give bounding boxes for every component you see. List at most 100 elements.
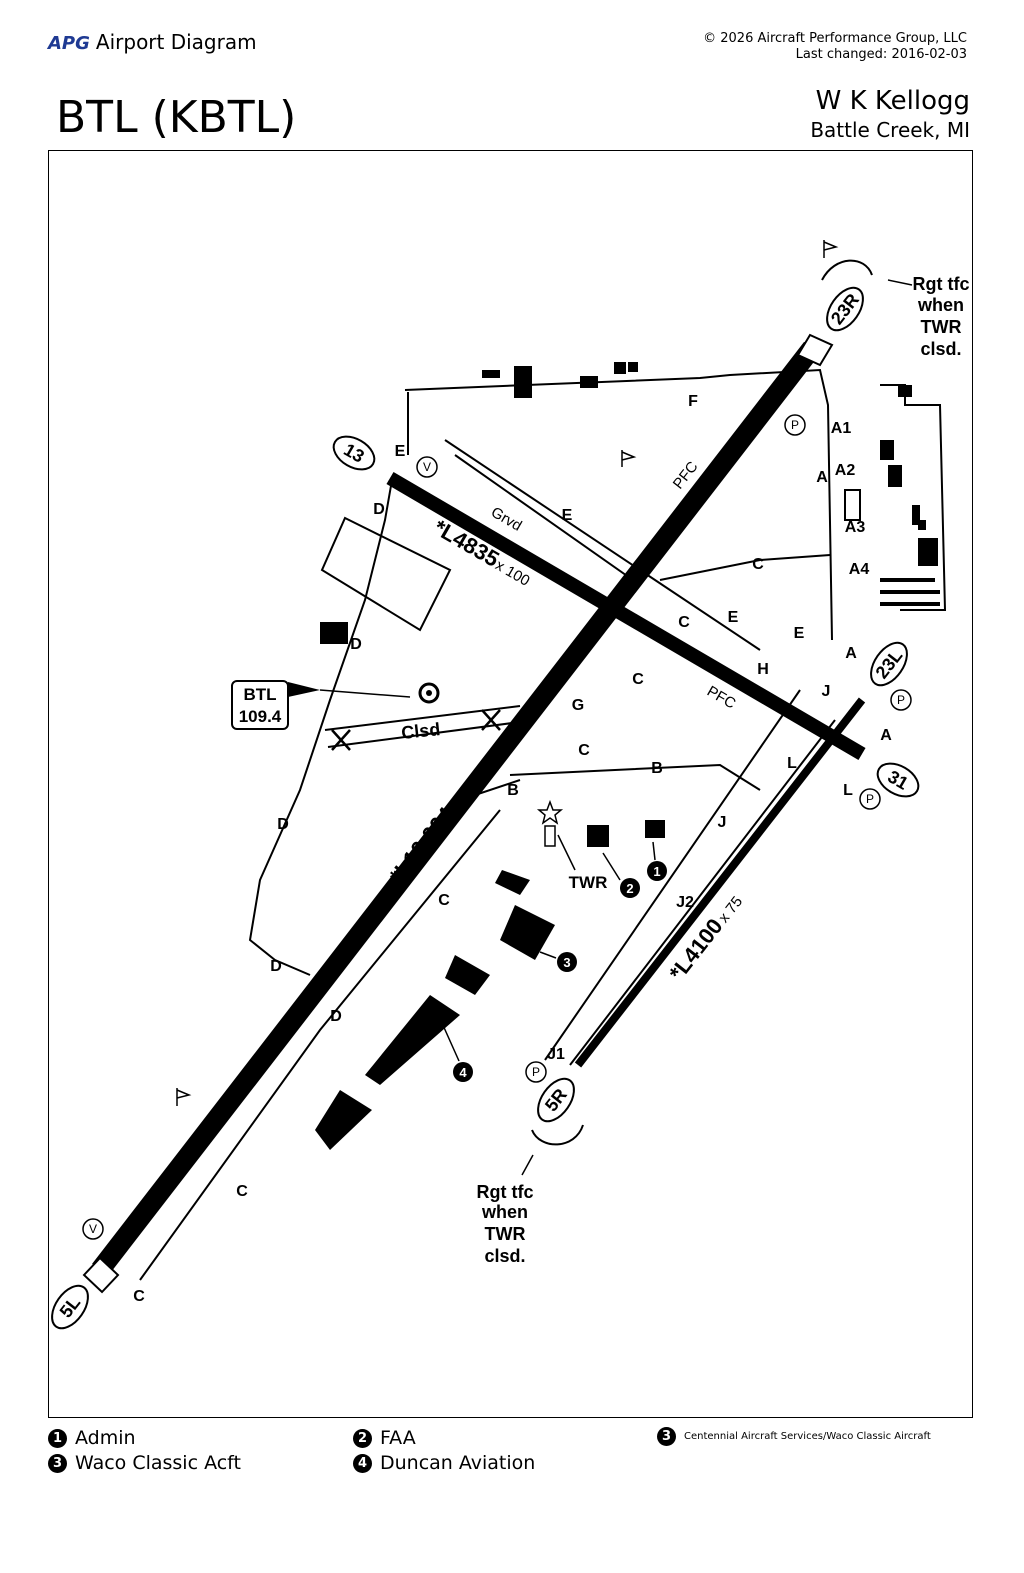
taxiway-label-a-east: A	[880, 727, 892, 744]
taxiway-label-a2: A2	[835, 462, 856, 479]
rwy-end-5l: 5L	[51, 1284, 89, 1330]
copyright-block: © 2026 Aircraft Performance Group, LLC L…	[703, 31, 967, 63]
taxiway-label-j2: J2	[676, 894, 694, 911]
airport-name: W K Kellogg	[815, 86, 970, 116]
legend-item-waco: 3 Waco Classic Acft	[48, 1452, 241, 1474]
svg-text:when: when	[481, 1202, 528, 1222]
taxiway-label-g: G	[572, 697, 584, 714]
windsock-icons	[176, 240, 839, 1106]
taxiway-label-l-east: L	[843, 782, 853, 799]
svg-text:4: 4	[459, 1065, 467, 1080]
airport-diagram-frame	[48, 150, 973, 1418]
taxiway-label-e-east: E	[728, 609, 739, 626]
svg-text:P: P	[866, 792, 874, 806]
tower-icon	[536, 799, 564, 847]
legend-item-duncan: 4 Duncan Aviation	[353, 1452, 535, 1474]
taxiway-label-a: A	[816, 469, 828, 486]
taxiway-outlines	[109, 368, 947, 1281]
copyright-text: © 2026 Aircraft Performance Group, LLC	[703, 31, 967, 46]
legend-label: Admin	[75, 1427, 136, 1449]
taxiway-label-c-south: C	[236, 1183, 248, 1200]
rwy-end-23r: 23R	[826, 286, 864, 332]
marker-4: 4	[441, 1022, 473, 1082]
taxiway-label-a-south: A	[845, 645, 857, 662]
svg-text:*L4100: *L4100	[664, 914, 727, 985]
buildings	[315, 362, 940, 1150]
svg-text:1: 1	[653, 864, 660, 879]
svg-text:P: P	[897, 693, 905, 707]
apg-logo: APG	[48, 33, 90, 54]
marker-1: 1	[647, 841, 667, 881]
svg-text:clsd.: clsd.	[920, 339, 961, 359]
vor-icon	[418, 682, 440, 704]
legend-label: FAA	[380, 1427, 416, 1449]
taxiway-label-a1: A1	[831, 420, 852, 437]
svg-text:Rgt tfc: Rgt tfc	[913, 274, 970, 294]
parking-symbol-23l: P	[890, 689, 912, 711]
rwy-end-5r: 5R	[537, 1077, 575, 1123]
svg-text:Rgt tfc: Rgt tfc	[477, 1182, 534, 1202]
runway-13-31	[386, 471, 866, 761]
legend-number: 3	[657, 1427, 676, 1446]
right-traffic-note-north: Rgt tfc when TWR clsd.	[887, 274, 970, 359]
svg-text:x 75: x 75	[715, 893, 746, 926]
taxiway-label-d-west: D	[277, 816, 289, 833]
taxiway-label-d-far: D	[330, 1008, 342, 1025]
pfc-label-south: PFC	[704, 683, 739, 713]
taxiway-label-c-north: C	[752, 556, 764, 573]
taxiway-label-d-north: D	[373, 501, 385, 518]
airport-ident: BTL (KBTL)	[56, 92, 297, 143]
legend-number: 3	[48, 1453, 67, 1473]
taxiway-label-j1: J1	[547, 1046, 565, 1063]
rwy-end-31: 31	[876, 762, 920, 798]
runway-5r-23l	[574, 697, 866, 1068]
taxiway-label-c: C	[678, 614, 690, 631]
taxiway-label-a3: A3	[845, 519, 866, 536]
last-changed-text: Last changed: 2016-02-03	[795, 47, 967, 62]
legend-item-faa: 2 FAA	[353, 1427, 416, 1449]
taxiway-label-a4: A4	[849, 561, 870, 578]
legend-number: 2	[353, 1428, 372, 1448]
taxiway-label-f: F	[688, 393, 698, 410]
right-traffic-note-south: Rgt tfc when TWR clsd.	[477, 1154, 534, 1266]
legend-label: Centennial Aircraft Services/Waco Classi…	[684, 1431, 931, 1442]
svg-text:P: P	[791, 418, 799, 432]
taxiway-label-l: L	[787, 755, 797, 772]
vor-frequency: 109.4	[239, 707, 282, 726]
taxiway-label-j: J	[718, 814, 727, 831]
taxiway-label-c-west: C	[438, 892, 450, 909]
svg-text:when: when	[917, 295, 964, 315]
svg-text:*L10,004: *L10,004	[384, 802, 459, 888]
svg-text:P: P	[532, 1065, 540, 1079]
marker-3: 3	[539, 951, 577, 972]
closed-markers	[331, 709, 501, 751]
taxiway-label-d: D	[350, 636, 362, 653]
runway-main-label: *L10,004 x 150	[384, 768, 488, 888]
taxiway-label-c-mid: C	[632, 671, 644, 688]
brand-title: Airport Diagram	[95, 30, 257, 54]
svg-text:V: V	[89, 1222, 97, 1236]
taxiway-label-c-end: C	[133, 1288, 145, 1305]
grvd-label: Grvd	[488, 504, 525, 535]
svg-text:2: 2	[626, 881, 633, 896]
taxiway-label-e: E	[562, 507, 573, 524]
svg-text:clsd.: clsd.	[484, 1246, 525, 1266]
taxiway-label-j-north: J	[822, 683, 831, 700]
taxiway-label-h: H	[757, 661, 769, 678]
taxiway-label-d-south: D	[270, 958, 282, 975]
closed-taxiway-label: Clsd	[400, 719, 441, 743]
airport-city: Battle Creek, MI	[810, 118, 970, 142]
svg-text:TWR: TWR	[485, 1224, 526, 1244]
taxiway-label-c-low: C	[578, 742, 590, 759]
tower-arrow	[557, 834, 576, 871]
taxiway-label-b-west: B	[507, 782, 519, 799]
vor-check-symbol-5l: V	[82, 1218, 104, 1240]
rwy-end-23l: 23L	[870, 641, 908, 687]
svg-text:TWR: TWR	[921, 317, 962, 337]
taxiway-label-e-far: E	[794, 625, 805, 642]
rwy-end-13: 13	[332, 435, 376, 471]
legend-label: Duncan Aviation	[380, 1452, 536, 1474]
marker-2: 2	[602, 852, 640, 898]
